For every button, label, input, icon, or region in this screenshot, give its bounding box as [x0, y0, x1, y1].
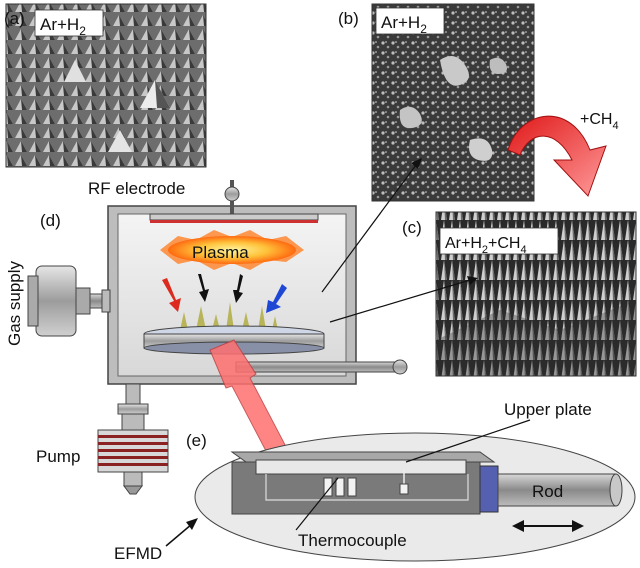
sem-image-b [371, 3, 535, 202]
chamber-rod [235, 359, 408, 375]
ion-arrows [162, 274, 287, 313]
svg-text:Gas supply: Gas supply [5, 260, 24, 346]
plasma-label: Plasma [192, 243, 249, 262]
svg-text:(d): (d) [40, 211, 61, 230]
panel-label-b: (b) [338, 9, 359, 28]
sem-image-c [435, 211, 637, 377]
rf-electrode-label: RF electrode [88, 179, 185, 198]
panel-label-e: (e) [186, 431, 207, 450]
panel-label-a: (a) [4, 9, 25, 28]
svg-text:+CH4: +CH4 [580, 111, 619, 132]
ch4-add-label: +CH4 [580, 111, 619, 132]
curved-arrow [507, 115, 607, 197]
gas-label-c: Ar+H2+CH4 [439, 227, 559, 256]
panel-label-c: (c) [402, 218, 422, 237]
efmd-body [230, 451, 623, 515]
gas-supply-label: Gas supply [5, 260, 24, 346]
rod-motion-arrow [512, 520, 584, 532]
thermocouple-label: Thermocouple [295, 477, 407, 550]
svg-text:Pump: Pump [36, 447, 80, 466]
plasma-glow [160, 230, 304, 270]
pump [97, 383, 169, 495]
upper-plate-label: Upper plate [405, 400, 592, 463]
efmd-label: EFMD [114, 518, 198, 563]
svg-text:Rod: Rod [532, 482, 563, 501]
pump-label: Pump [36, 447, 80, 466]
pointer-lines [321, 158, 478, 323]
svg-text:Ar+H2: Ar+H2 [381, 13, 427, 36]
svg-text:EFMD: EFMD [114, 544, 162, 563]
svg-text:Upper plate: Upper plate [504, 400, 592, 419]
svg-text:Ar+H2+CH4: Ar+H2+CH4 [445, 235, 527, 256]
gas-label-a: Ar+H2 [34, 9, 104, 38]
gas-supply-valve [27, 265, 111, 337]
svg-text:(c): (c) [402, 218, 422, 237]
svg-text:(a): (a) [4, 9, 25, 28]
panel-label-d: (d) [40, 211, 61, 230]
svg-text:Ar+H2: Ar+H2 [40, 15, 86, 38]
svg-text:Plasma: Plasma [192, 243, 249, 262]
svg-text:(b): (b) [338, 9, 359, 28]
svg-text:Thermocouple: Thermocouple [298, 531, 407, 550]
rf-electrode [149, 180, 319, 223]
rod-label: Rod [532, 482, 563, 501]
svg-text:(e): (e) [186, 431, 207, 450]
svg-text:RF electrode: RF electrode [88, 179, 185, 198]
gas-label-b: Ar+H2 [375, 7, 445, 36]
